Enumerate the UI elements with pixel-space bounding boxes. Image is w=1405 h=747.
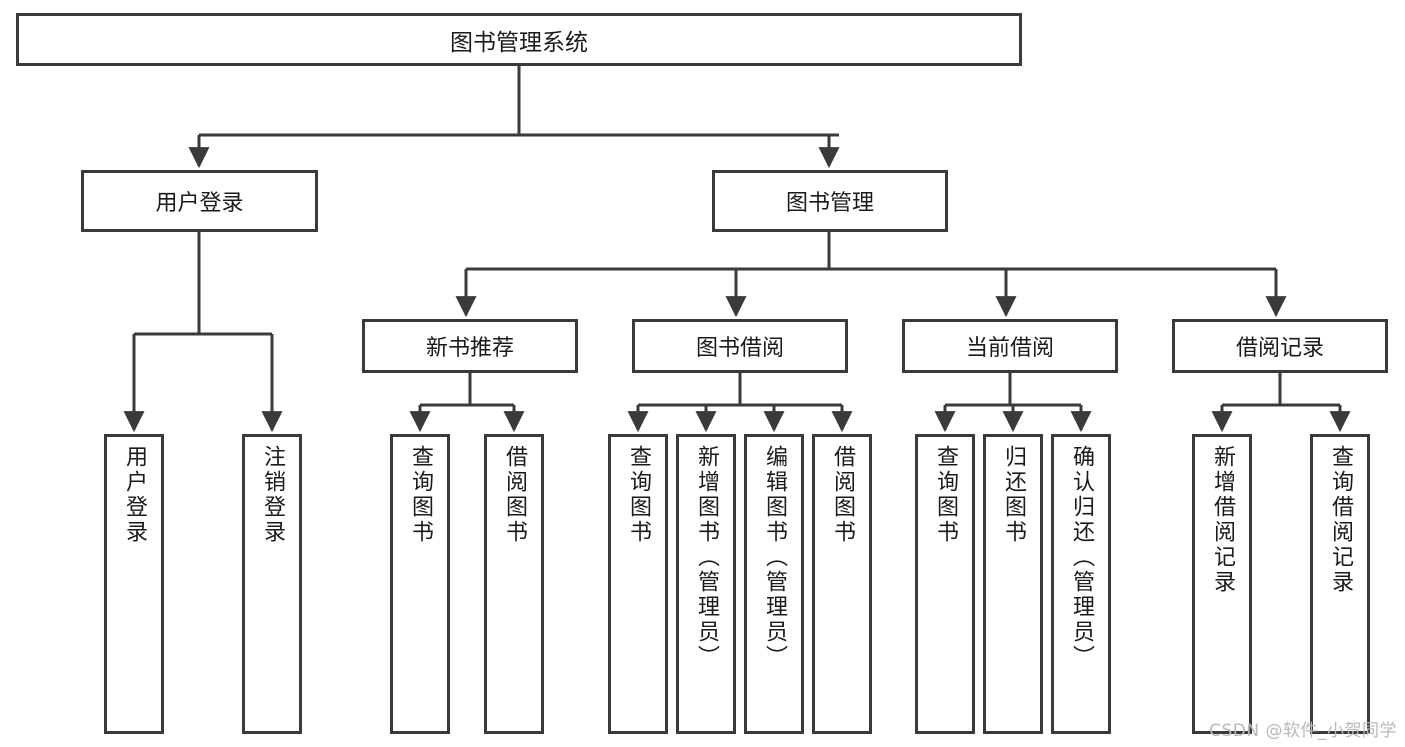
node-level2-1[interactable]: 图书管理 <box>712 170 948 232</box>
node-label: 确认归还（管理员） <box>1069 445 1094 670</box>
node-leaf-10[interactable]: 确认归还（管理员） <box>1051 434 1111 734</box>
node-label: 用户登录 <box>155 191 244 216</box>
node-leaf-2[interactable]: 查询图书 <box>390 434 450 734</box>
node-label: 用户登录 <box>122 445 147 545</box>
node-label: 借阅图书 <box>502 445 527 545</box>
node-label: 查询图书 <box>933 445 958 545</box>
node-leaf-0[interactable]: 用户登录 <box>104 434 164 734</box>
node-leaf-3[interactable]: 借阅图书 <box>484 434 544 734</box>
node-label: 查询借阅记录 <box>1328 445 1353 595</box>
node-label: 借阅记录 <box>1235 336 1324 361</box>
node-label: 图书借阅 <box>695 336 784 361</box>
node-label: 新增图书（管理员） <box>694 445 719 670</box>
node-level2-0[interactable]: 用户登录 <box>81 170 318 232</box>
node-root-图书管理系统[interactable]: 图书管理系统 <box>16 13 1022 66</box>
node-level3-0[interactable]: 新书推荐 <box>362 319 578 373</box>
node-leaf-6[interactable]: 编辑图书（管理员） <box>744 434 804 734</box>
node-leaf-12[interactable]: 查询借阅记录 <box>1310 434 1370 734</box>
node-leaf-1[interactable]: 注销登录 <box>242 434 302 734</box>
node-label: 编辑图书（管理员） <box>762 445 787 670</box>
node-leaf-5[interactable]: 新增图书（管理员） <box>676 434 736 734</box>
node-leaf-8[interactable]: 查询图书 <box>915 434 975 734</box>
node-label: 注销登录 <box>260 445 285 545</box>
node-leaf-7[interactable]: 借阅图书 <box>812 434 872 734</box>
node-label: 图书管理系统 <box>450 29 588 56</box>
node-label: 查询图书 <box>626 445 651 545</box>
node-label: 新书推荐 <box>425 336 514 361</box>
node-label: 当前借阅 <box>965 336 1054 361</box>
node-level3-2[interactable]: 当前借阅 <box>902 319 1118 373</box>
node-label: 新增借阅记录 <box>1210 445 1235 595</box>
node-label: 查询图书 <box>408 445 433 545</box>
node-leaf-11[interactable]: 新增借阅记录 <box>1192 434 1252 734</box>
node-label: 图书管理 <box>785 191 874 216</box>
node-leaf-9[interactable]: 归还图书 <box>983 434 1043 734</box>
node-level3-3[interactable]: 借阅记录 <box>1172 319 1388 373</box>
csdn-watermark: CSDN @软件_小贺同学 <box>1209 721 1397 741</box>
node-leaf-4[interactable]: 查询图书 <box>608 434 668 734</box>
node-label: 归还图书 <box>1001 445 1026 545</box>
node-level3-1[interactable]: 图书借阅 <box>632 319 848 373</box>
node-label: 借阅图书 <box>830 445 855 545</box>
